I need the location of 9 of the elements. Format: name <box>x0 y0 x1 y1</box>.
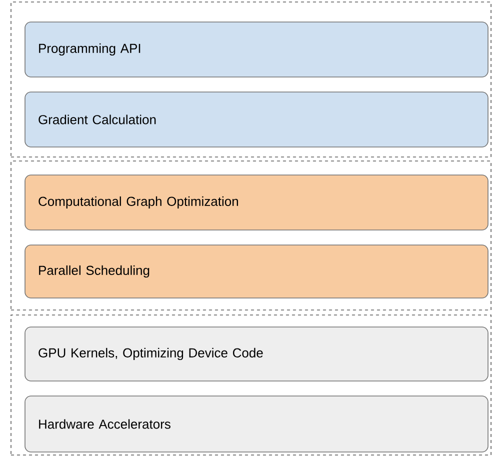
group-frame <box>10 2 492 158</box>
layer-box: Gradient Calculation <box>24 92 488 148</box>
layer-box: Parallel Scheduling <box>24 244 488 298</box>
layer-box: Hardware Accelerators <box>24 396 488 452</box>
layer-box: Computational Graph Optimization <box>24 174 488 230</box>
group-frame <box>10 160 492 310</box>
group-frame <box>10 314 492 456</box>
layer-box: GPU Kernels, Optimizing Device Code <box>24 326 488 382</box>
layer-box: Programming API <box>24 22 488 78</box>
